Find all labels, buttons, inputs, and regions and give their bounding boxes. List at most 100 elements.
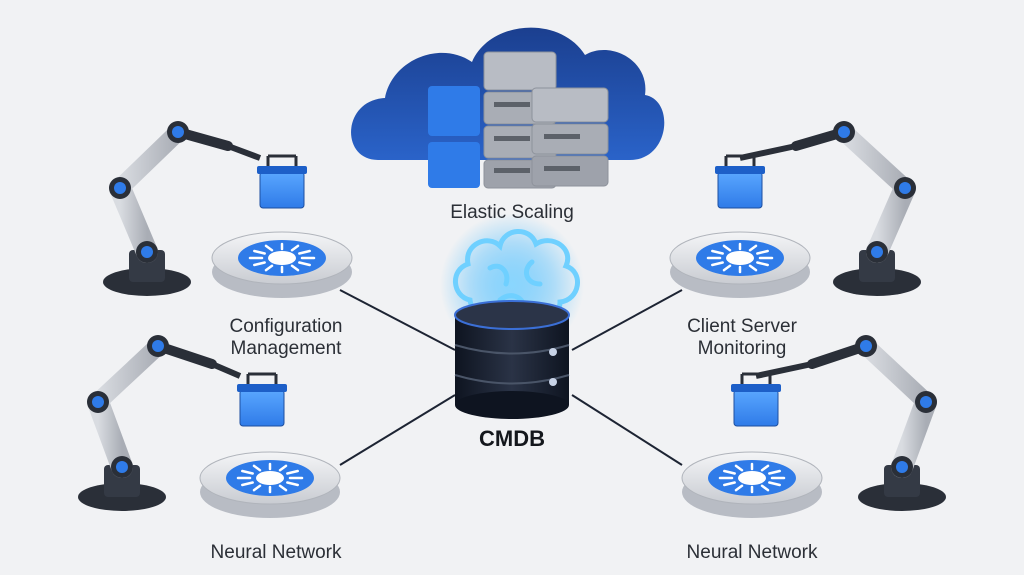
arm-joint-light xyxy=(141,246,153,258)
arm-joint-light xyxy=(92,396,104,408)
node-label-top-left: Configuration Management xyxy=(186,316,386,360)
arm-joint-light xyxy=(920,396,932,408)
server-stack-right xyxy=(531,87,609,187)
platform-tick xyxy=(298,249,311,255)
connector-top-left xyxy=(339,289,456,351)
robot-station-2 xyxy=(669,121,921,298)
node-label-line: Monitoring xyxy=(697,338,787,359)
crate-body xyxy=(717,171,763,209)
platform-tick xyxy=(290,244,300,252)
platform-tick xyxy=(756,249,769,255)
arm-upper xyxy=(835,123,914,197)
sensor-platform-icon xyxy=(681,451,823,518)
arm-lower xyxy=(891,391,937,478)
platform-tick xyxy=(711,261,724,267)
arm-upper xyxy=(89,337,167,411)
sensor-platform-icon xyxy=(199,451,341,518)
arm-joint-light xyxy=(114,182,126,194)
arm-lower xyxy=(87,391,133,478)
platform-tick xyxy=(241,469,254,475)
platform-tick xyxy=(264,244,274,252)
connector-bottom-left xyxy=(339,394,456,466)
arm-upper xyxy=(111,123,187,197)
arm-joint-light xyxy=(172,126,184,138)
crate-body xyxy=(259,171,305,209)
crate-lid xyxy=(237,384,287,392)
crate-lid xyxy=(731,384,781,392)
platform-core xyxy=(268,251,296,265)
robot-station-3 xyxy=(78,335,341,518)
brain-database-icon xyxy=(440,213,584,419)
node-label-line: Management xyxy=(230,338,342,359)
sensor-platform-icon xyxy=(211,231,353,298)
crate-icon xyxy=(715,154,765,209)
platform-tick xyxy=(748,244,758,252)
node-label-bottom-right: Neural Network xyxy=(652,542,852,564)
crate-lid xyxy=(715,166,765,174)
arm-lower xyxy=(109,177,158,263)
arm-joint-light xyxy=(896,461,908,473)
robot-stations xyxy=(78,121,946,518)
platform-tick xyxy=(241,481,254,487)
database-cylinder xyxy=(454,300,570,419)
crate-icon xyxy=(257,154,307,209)
crate-body xyxy=(239,389,285,427)
platform-tick xyxy=(253,261,266,267)
platform-tick xyxy=(290,264,300,272)
platform-tick xyxy=(286,481,299,487)
platform-tick xyxy=(734,464,744,472)
node-label-line: Neural Network xyxy=(210,542,342,563)
node-label-bottom-left: Neural Network xyxy=(176,542,376,564)
arm-joint-light xyxy=(116,461,128,473)
platform-tick xyxy=(723,469,736,475)
platform-tick xyxy=(722,244,732,252)
platform-tick xyxy=(722,264,732,272)
robotic-arm-icon xyxy=(78,335,242,511)
crate-icon xyxy=(731,372,781,427)
center-label: CMDB xyxy=(479,426,545,451)
arm-joint-light xyxy=(899,182,911,194)
platform-tick xyxy=(768,469,781,475)
platform-tick xyxy=(756,261,769,267)
crate-icon xyxy=(237,372,287,427)
node-label-line: Neural Network xyxy=(686,542,818,563)
cloud-label: Elastic Scaling xyxy=(450,202,574,223)
node-label-line: Configuration xyxy=(229,316,343,337)
platform-tick xyxy=(734,484,744,492)
arm-joint-light xyxy=(871,246,883,258)
platform-tick xyxy=(252,464,262,472)
platform-tick xyxy=(253,249,266,255)
robot-station-4 xyxy=(681,335,946,518)
platform-tick xyxy=(760,464,770,472)
arm-lower xyxy=(866,177,916,263)
platform-tick xyxy=(286,469,299,475)
sensor-platform-icon xyxy=(669,231,811,298)
arm-gripper-stem xyxy=(210,361,242,379)
platform-tick xyxy=(760,484,770,492)
platform-tick xyxy=(252,484,262,492)
node-label-top-right: Client Server Monitoring xyxy=(642,316,842,360)
arm-gripper-stem xyxy=(226,143,262,161)
cloud-servers-icon xyxy=(351,27,665,189)
platform-tick xyxy=(298,261,311,267)
platform-core xyxy=(256,471,284,485)
connector-lines xyxy=(339,289,683,466)
robotic-arm-icon xyxy=(739,121,921,296)
platform-tick xyxy=(711,249,724,255)
robotic-arm-icon xyxy=(755,335,946,511)
node-label-line: Client Server xyxy=(687,316,797,337)
platform-tick xyxy=(723,481,736,487)
platform-tick xyxy=(768,481,781,487)
platform-tick xyxy=(278,484,288,492)
robotic-arm-icon xyxy=(103,121,262,296)
arm-upper xyxy=(857,337,935,411)
connector-top-right xyxy=(571,289,683,351)
arm-joint-light xyxy=(860,340,872,352)
platform-core xyxy=(726,251,754,265)
robot-station-1 xyxy=(103,121,353,298)
platform-core xyxy=(738,471,766,485)
arm-joint-light xyxy=(152,340,164,352)
platform-tick xyxy=(748,264,758,272)
